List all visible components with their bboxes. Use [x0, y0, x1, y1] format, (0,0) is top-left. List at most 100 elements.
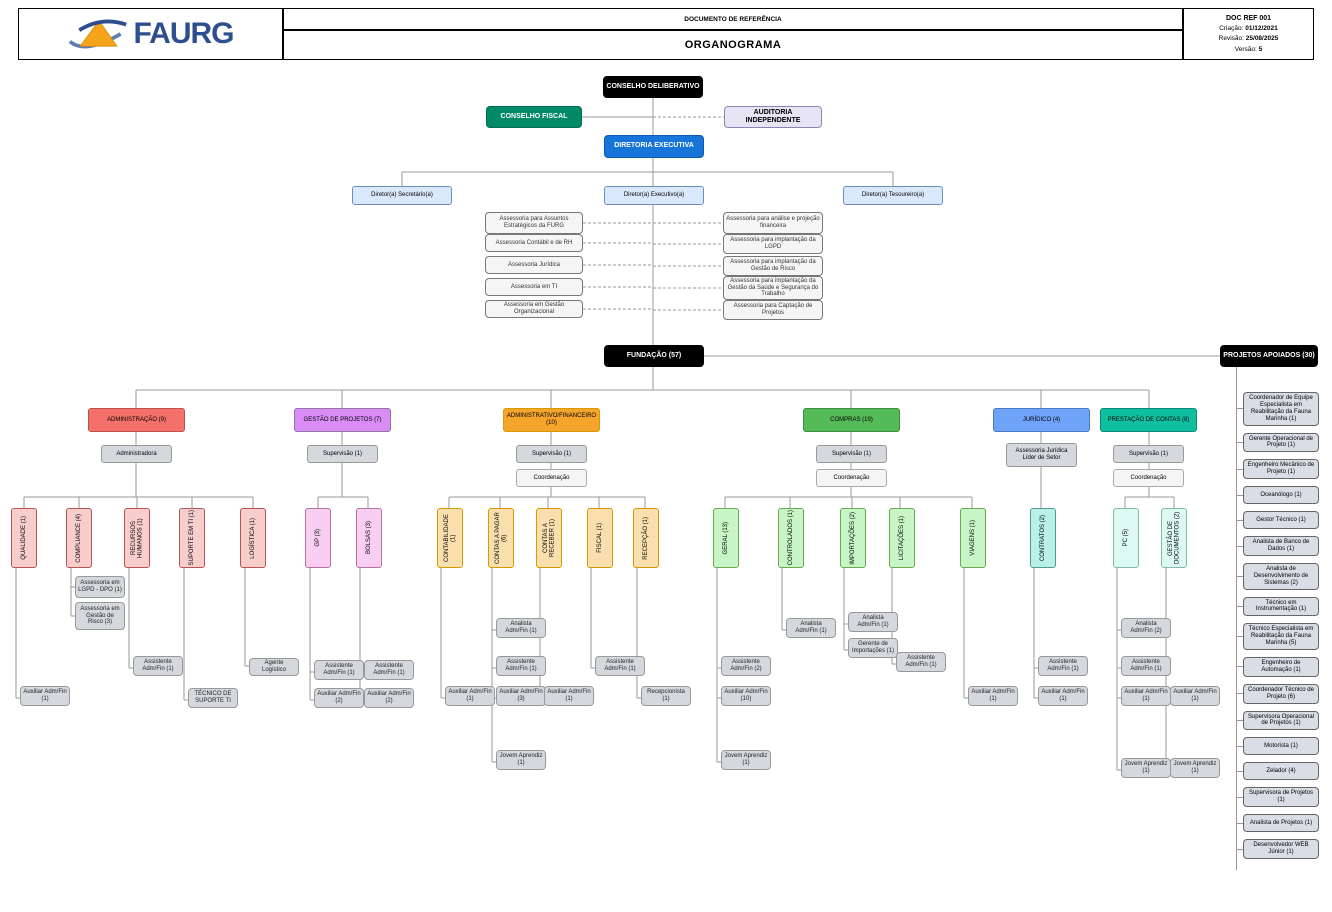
doc-version: Versão: 5 — [1234, 45, 1263, 53]
job-box: Jovem Aprendiz (1) — [1121, 758, 1171, 778]
box-assessoria: Assessoria para implantação da LGPD — [723, 234, 823, 254]
leader-box: Administradora — [101, 445, 172, 463]
box-assessoria: Assessoria para Assuntos Estratégicos da… — [485, 212, 583, 234]
unit-licitacoes: LICITAÇÕES (1) — [889, 508, 915, 568]
unit-gestao-de-documentos: GESTÃO DE DOCUMENTOS (2) — [1161, 508, 1187, 568]
project-item: Supervisora Operacional de Projetos (1) — [1236, 710, 1319, 731]
projects-list: Coordenador de Equipe Especialista em Re… — [1236, 392, 1319, 859]
logo-wordmark: FAURG — [133, 17, 235, 50]
box-auditoria-independente: AUDITORIA INDEPENDENTE — [724, 106, 822, 128]
box-diretor-tesoureiro: Diretor(a) Tesoureiro(a) — [843, 186, 943, 205]
job-box: Assessoria em LGPD - DPO (1) — [75, 576, 125, 598]
job-box: Auxiliar Adm/Fin (3) — [496, 686, 546, 706]
project-item: Técnico Especialista em Reabilitação da … — [1236, 623, 1319, 651]
dept-administrativo-financeiro: ADMINISTRATIVO/FINANCEIRO (10) — [503, 408, 600, 432]
box-diretor-executivo: Diretor(a) Executivo(a) — [604, 186, 704, 205]
box-assessoria: Assessoria para implantação da Gestão da… — [723, 276, 823, 300]
unit-gp: GP (3) — [305, 508, 331, 568]
job-box: Analista Adm/Fin (2) — [1121, 618, 1171, 638]
leader-box: Coordenação — [1113, 469, 1184, 487]
unit-logistica: LOGÍSTICA (1) — [240, 508, 266, 568]
leader-box: Supervisão (1) — [1113, 445, 1184, 463]
job-box: Analista Adm/Fin (1) — [496, 618, 546, 638]
job-box: Auxiliar Adm/Fin (1) — [445, 686, 495, 706]
box-assessoria: Assessoria para Captação de Projetos — [723, 300, 823, 320]
unit-recepcao: RECEPÇÃO (1) — [633, 508, 659, 568]
project-item: Engenheiro de Automação (1) — [1236, 657, 1319, 677]
unit-contas-a-receber: CONTAS A RECEBER (1) — [536, 508, 562, 568]
unit-contabilidade: CONTABILIDADE (1) — [437, 508, 463, 568]
project-item: Motorista (1) — [1236, 737, 1319, 756]
job-box: Auxiliar Adm/Fin (1) — [1038, 686, 1088, 706]
page-title: ORGANOGRAMA — [684, 39, 782, 51]
box-assessoria: Assessoria para implantação da Gestão de… — [723, 256, 823, 276]
unit-qualidade: QUALIDADE (1) — [11, 508, 37, 568]
project-item: Engenheiro Mecânico de Projeto (1) — [1236, 459, 1319, 480]
project-item: Analista de Projetos (1) — [1236, 814, 1319, 833]
box-assessoria: Assessoria Jurídica — [485, 256, 583, 274]
job-box: Gerente de Importações (1) — [848, 638, 898, 658]
unit-bolsas: BOLSAS (3) — [356, 508, 382, 568]
job-box: Assistente Adm/Fin (1) — [595, 656, 645, 676]
unit-contas-a-pagar: CONTAS A PAGAR (6) — [488, 508, 514, 568]
box-conselho-fiscal: CONSELHO FISCAL — [486, 106, 582, 128]
box-projetos-apoiados: PROJETOS APOIADOS (30) — [1220, 345, 1318, 367]
doc-created: Criação: 01/12/2021 — [1219, 25, 1278, 32]
doc-info-cell: DOC REF 001 Criação: 01/12/2021 Revisão:… — [1183, 8, 1314, 60]
job-box: Auxiliar Adm/Fin (1) — [1121, 686, 1171, 706]
doc-title-cell: ORGANOGRAMA — [283, 30, 1183, 60]
box-assessoria: Assessoria para análise e projeção finan… — [723, 212, 823, 234]
project-item: Zelador (4) — [1236, 762, 1319, 781]
job-box: Jovem Aprendiz (1) — [496, 750, 546, 770]
project-item: Gerente Operacional de Projeto (1) — [1236, 432, 1319, 453]
project-item: Desenvolvedor WEB Júnior (1) — [1236, 839, 1319, 859]
dept-compras: COMPRAS (19) — [803, 408, 900, 432]
box-assessoria: Assessoria em TI — [485, 278, 583, 296]
project-item: Oceanólogo (1) — [1236, 486, 1319, 505]
job-box: Assistente Adm/Fin (1) — [133, 656, 183, 676]
job-box: Jovem Aprendiz (1) — [1170, 758, 1220, 778]
leader-box: Supervisão (1) — [816, 445, 887, 463]
job-box: Auxiliar Adm/Fin (1) — [544, 686, 594, 706]
logo-cell: FAURG — [18, 8, 283, 60]
unit-geral: GERAL (13) — [713, 508, 739, 568]
unit-pc: PC (5) — [1113, 508, 1139, 568]
project-item: Técnico em Instrumentação (1) — [1236, 596, 1319, 617]
unit-importacoes: IMPORTAÇÕES (2) — [840, 508, 866, 568]
projects-spine-line — [1236, 367, 1237, 870]
job-box: Assistente Adm/Fin (1) — [314, 660, 364, 680]
job-box: Assistente Adm/Fin (1) — [496, 656, 546, 676]
unit-compliance: COMPLIANCE (4) — [66, 508, 92, 568]
project-item: Coordenador de Equipe Especialista em Re… — [1236, 392, 1319, 426]
job-box: Auxiliar Adm/Fin (2) — [364, 688, 414, 708]
job-box: Auxiliar Adm/Fin (2) — [314, 688, 364, 708]
box-assessoria: Assessoria Contábil e de RH — [485, 234, 583, 252]
job-box: Assistente Adm/Fin (1) — [1121, 656, 1171, 676]
project-item: Analista de Banco de Dados (1) — [1236, 536, 1319, 556]
dept-prestacao-de-contas: PRESTAÇÃO DE CONTAS (8) — [1100, 408, 1197, 432]
box-fundacao: FUNDAÇÃO (57) — [604, 345, 704, 367]
dept-juridico: JURÍDICO (4) — [993, 408, 1090, 432]
faurg-logo-icon — [68, 14, 130, 54]
job-box: Assessoria em Gestão de Risco (3) — [75, 602, 125, 630]
job-box: Auxiliar Adm/Fin (10) — [721, 686, 771, 706]
doc-ref: DOC REF 001 — [1225, 14, 1272, 22]
unit-fiscal: FISCAL (1) — [587, 508, 613, 568]
job-box: Analista Adm/Fin (1) — [848, 612, 898, 632]
leader-box: Supervisão (1) — [307, 445, 378, 463]
unit-contratos: CONTRATOS (2) — [1030, 508, 1056, 568]
box-conselho-deliberativo: CONSELHO DELIBERATIVO — [603, 76, 703, 98]
leader-box: Assessoria Jurídica Líder de Setor — [1006, 443, 1077, 467]
dept-administracao: ADMINISTRAÇÃO (9) — [88, 408, 185, 432]
project-item: Coordenador Técnico de Projeto (6) — [1236, 683, 1319, 704]
doc-revision: Revisão: 25/08/2025 — [1218, 35, 1279, 43]
job-box: Assistente Adm/Fin (2) — [721, 656, 771, 676]
job-box: TÉCNICO DE SUPORTE TI — [188, 688, 238, 708]
project-item: Gestor Técnico (1) — [1236, 511, 1319, 530]
job-box: Auxiliar Adm/Fin (1) — [20, 686, 70, 706]
job-box: Recepcionista (1) — [641, 686, 691, 706]
job-box: Analista Adm/Fin (1) — [786, 618, 836, 638]
job-box: Assistente Adm/Fin (1) — [896, 652, 946, 672]
leader-box: Coordenação — [816, 469, 887, 487]
